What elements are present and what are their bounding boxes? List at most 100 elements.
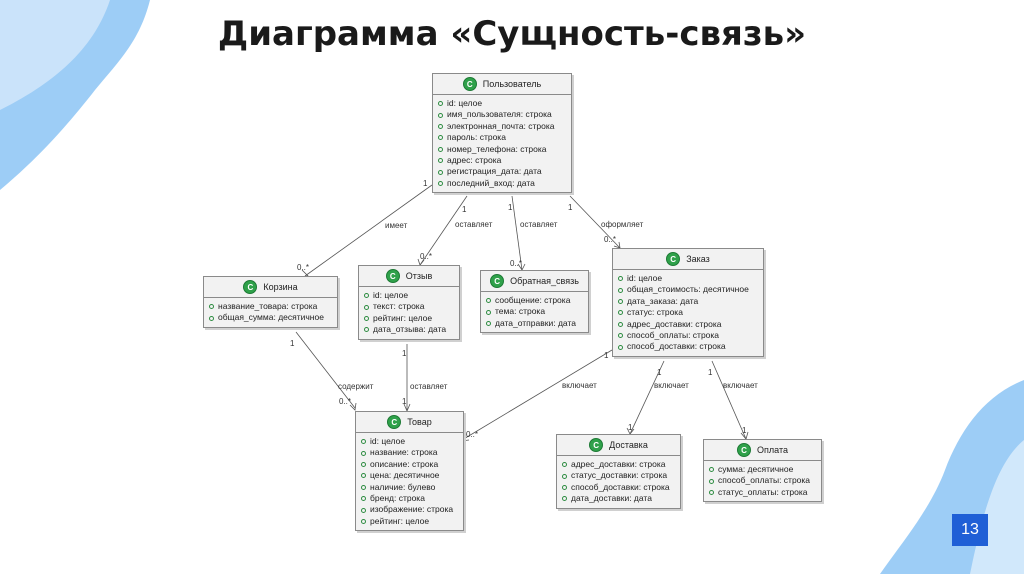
field-dot-icon <box>364 316 369 322</box>
entity-field: дата_отзыва: дата <box>364 324 454 335</box>
rel-line-order-product <box>461 349 613 441</box>
entity-field: id: целое <box>618 273 758 284</box>
field-dot-icon <box>438 181 443 187</box>
rel-label: имеет <box>385 221 408 230</box>
entity-field: статус_оплаты: строка <box>709 487 816 498</box>
multiplicity: 1 <box>423 179 428 188</box>
entity-header: C Оплата <box>704 440 821 461</box>
rel-label: включает <box>562 381 597 390</box>
field-dot-icon <box>209 304 214 310</box>
rel-line-user-cart <box>304 184 433 277</box>
entity-field: id: целое <box>361 436 458 447</box>
field-dot-icon <box>438 135 443 141</box>
field-dot-icon <box>361 519 366 525</box>
entity-field: текст: строка <box>364 301 454 312</box>
entity-field: дата_доставки: дата <box>562 493 675 504</box>
multiplicity: 0..* <box>420 252 432 261</box>
entity-header: C Доставка <box>557 435 680 456</box>
field-dot-icon <box>438 124 443 130</box>
multiplicity: 1 <box>742 426 747 435</box>
multiplicity: 0..* <box>510 259 522 268</box>
entity-name: Пользователь <box>482 79 542 89</box>
field-dot-icon <box>618 333 623 339</box>
entity-field: способ_оплаты: строка <box>618 330 758 341</box>
entity-payment: C Оплата сумма: десятичное способ_оплаты… <box>703 439 822 503</box>
field-dot-icon <box>438 112 443 118</box>
entity-field: цена: десятичное <box>361 470 458 481</box>
field-dot-icon <box>438 158 443 164</box>
field-dot-icon <box>562 473 567 479</box>
entity-field: статус_доставки: строка <box>562 470 675 481</box>
multiplicity: 0..* <box>297 263 309 272</box>
class-c-icon: C <box>666 252 681 266</box>
entity-name: Оплата <box>757 445 788 455</box>
entity-field: название: строка <box>361 447 458 458</box>
entity-review: C Отзыв id: целое текст: строка рейтинг:… <box>358 265 460 340</box>
entity-field: id: целое <box>438 98 566 109</box>
entity-field: адрес: строка <box>438 155 566 166</box>
entity-name: Обратная_связь <box>510 276 579 286</box>
entity-field: сообщение: строка <box>486 295 583 306</box>
rel-line-user-review <box>419 195 468 266</box>
field-dot-icon <box>438 146 443 152</box>
entity-field: описание: строка <box>361 459 458 470</box>
field-dot-icon <box>486 298 491 304</box>
entity-product: C Товар id: целое название: строка описа… <box>355 411 464 532</box>
field-dot-icon <box>618 344 623 350</box>
multiplicity: 1 <box>508 203 513 212</box>
multiplicity: 1 <box>657 368 662 377</box>
multiplicity: 1 <box>568 203 573 212</box>
rel-line-cart-product <box>295 331 356 409</box>
entity-header: C Обратная_связь <box>481 271 588 292</box>
field-dot-icon <box>364 293 369 299</box>
entity-name: Корзина <box>263 282 298 292</box>
entity-name: Заказ <box>686 254 710 264</box>
field-dot-icon <box>562 485 567 491</box>
arrowhead <box>349 402 357 411</box>
entity-field: название_товара: строка <box>209 301 332 312</box>
class-c-icon: C <box>387 415 402 429</box>
entity-header: C Корзина <box>204 277 337 298</box>
entity-field: имя_пользователя: строка <box>438 109 566 120</box>
entity-field: электронная_почта: строка <box>438 121 566 132</box>
field-dot-icon <box>361 496 366 502</box>
entity-cart: C Корзина название_товара: строка общая_… <box>203 276 338 328</box>
entity-header: C Заказ <box>613 249 763 270</box>
field-dot-icon <box>618 299 623 305</box>
entity-order: C Заказ id: целое общая_стоимость: десят… <box>612 248 764 357</box>
multiplicity: 1 <box>402 349 407 358</box>
entity-header: C Отзыв <box>359 266 459 287</box>
entity-field: адрес_доставки: строка <box>562 459 675 470</box>
field-dot-icon <box>361 507 366 513</box>
entity-field: сумма: десятичное <box>709 464 816 475</box>
field-dot-icon <box>209 315 214 321</box>
field-dot-icon <box>709 467 714 473</box>
field-dot-icon <box>361 484 366 490</box>
field-dot-icon <box>618 310 623 316</box>
field-dot-icon <box>562 462 567 468</box>
class-c-icon: C <box>462 77 477 91</box>
class-c-icon: C <box>737 443 752 457</box>
rel-label: оставляет <box>410 382 448 391</box>
field-dot-icon <box>361 450 366 456</box>
rel-line-order-payment <box>711 360 747 440</box>
field-dot-icon <box>361 439 366 445</box>
rel-label: включает <box>723 381 758 390</box>
rel-label: оформляет <box>601 220 644 229</box>
entity-field: дата_отправки: дата <box>486 318 583 329</box>
entity-field: регистрация_дата: дата <box>438 166 566 177</box>
field-dot-icon <box>709 478 714 484</box>
entity-field: пароль: строка <box>438 132 566 143</box>
entity-header: C Пользователь <box>433 74 571 95</box>
entity-field: номер_телефона: строка <box>438 144 566 155</box>
entity-field: способ_оплаты: строка <box>709 475 816 486</box>
multiplicity: 1 <box>604 351 609 360</box>
multiplicity: 0..* <box>466 430 478 439</box>
field-dot-icon <box>618 287 623 293</box>
rel-label: оставляет <box>455 220 493 229</box>
entity-header: C Товар <box>356 412 463 433</box>
field-dot-icon <box>562 496 567 502</box>
field-dot-icon <box>709 490 714 496</box>
field-dot-icon <box>486 321 491 327</box>
entity-field: адрес_доставки: строка <box>618 319 758 330</box>
